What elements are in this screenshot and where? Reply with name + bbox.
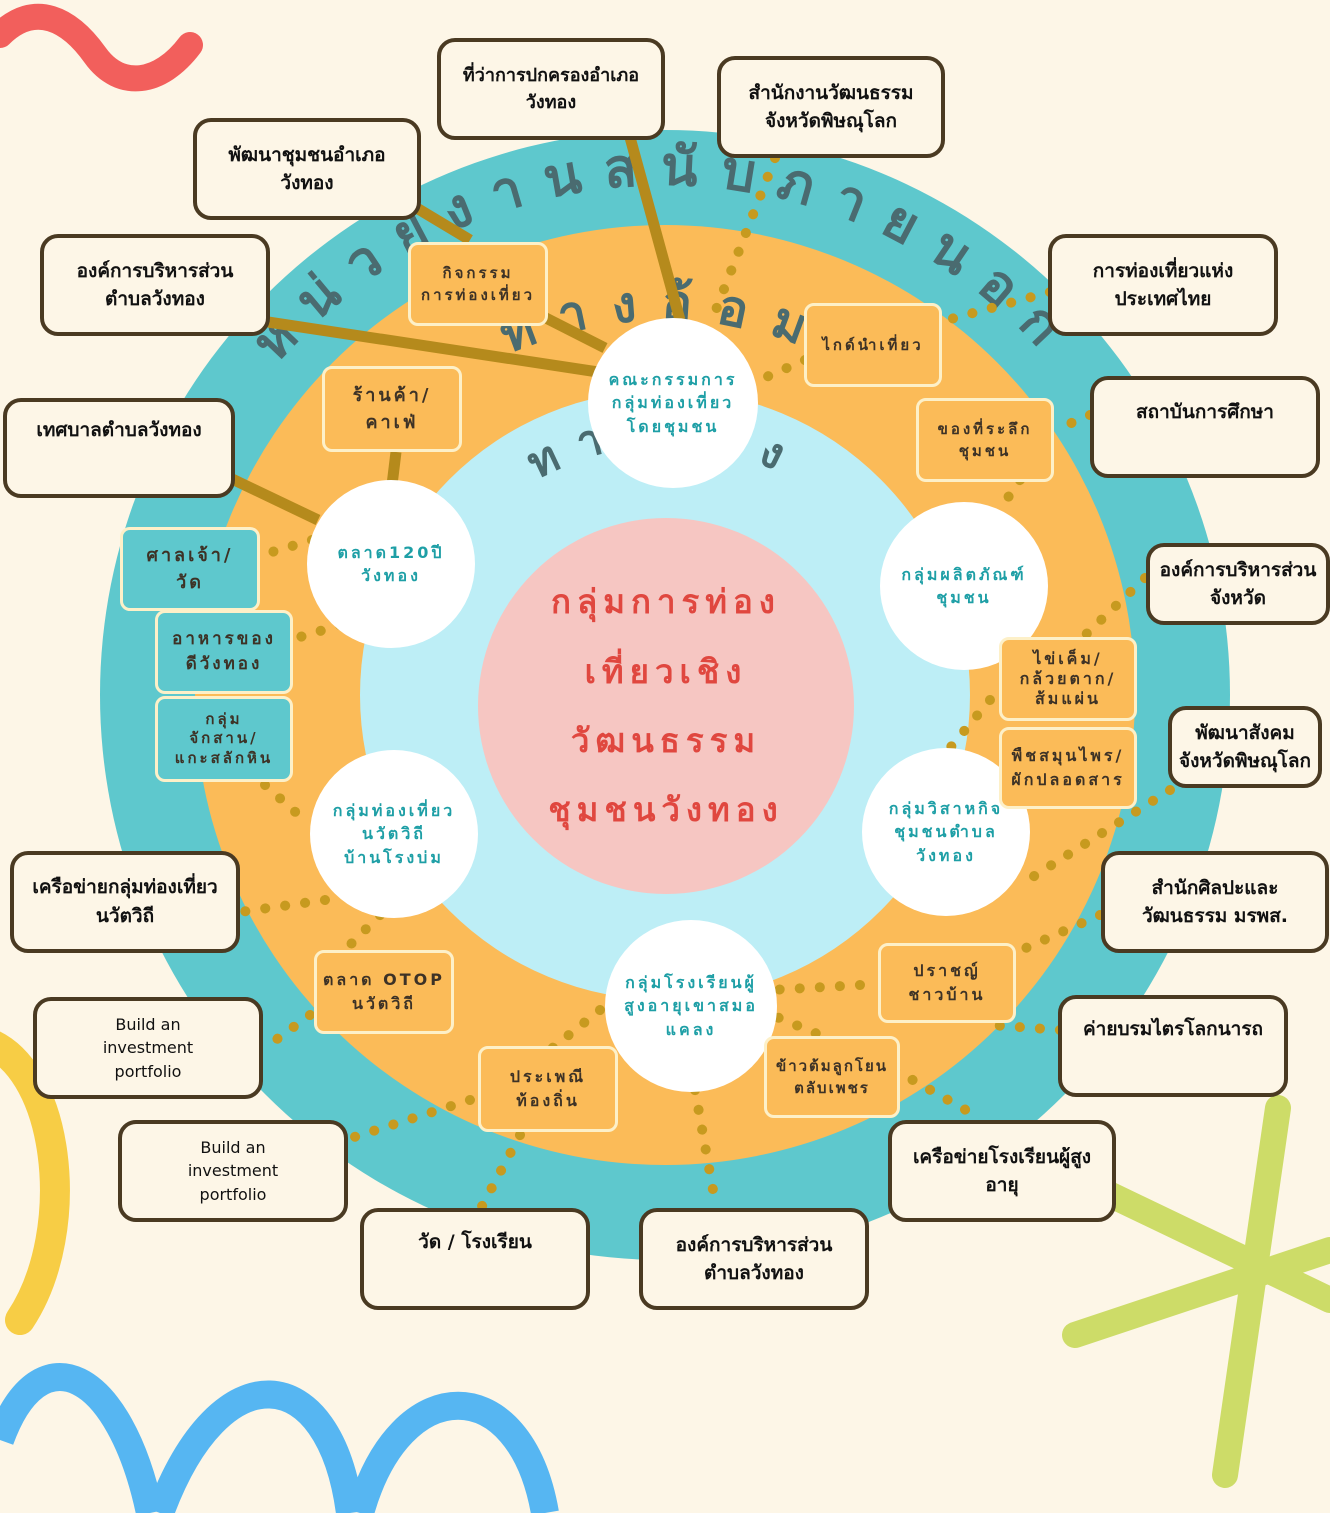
ext-network-innovative: เครือข่ายกลุ่มท่องเที่ยว นวัตวิถี	[10, 851, 240, 953]
connector-culture-office	[707, 153, 780, 325]
ext-camp: ค่ายบรมไตรโลกนารถ	[1058, 995, 1288, 1097]
activity-khao-tom: ข้าวต้มลูกโยน ตลับเพชร	[764, 1036, 900, 1118]
group-committee: คณะกรรมการ กลุ่มท่องเที่ยว โดยชุมชน	[588, 318, 758, 488]
ext-build-investment-1: Build an investment portfolio	[33, 997, 263, 1099]
connector-education	[1050, 410, 1095, 435]
activity-herbs: พืชสมุนไพร/ ผักปลอดสาร	[999, 727, 1137, 809]
connector-camp	[985, 1020, 1065, 1035]
ext-district-office: ที่ว่าการปกครองอำเภอ วังทอง	[437, 38, 665, 140]
ext-tat: การท่องเที่ยวแห่ง ประเทศไทย	[1048, 234, 1278, 336]
center-title: กลุ่มการท่อง เที่ยวเชิง วัฒนธรรม ชุมชนวั…	[478, 518, 854, 894]
ext-build-investment-2: Build an investment portfolio	[118, 1120, 348, 1222]
connector-cafe	[386, 451, 402, 486]
ext-education: สถาบันการศึกษา	[1090, 376, 1320, 478]
connector-local-food	[285, 620, 345, 645]
connector-network-elderly	[890, 1065, 985, 1123]
group-elderly: กลุ่มโรงเรียนผู้ สูงอายุเขาสมอ แคลง	[605, 920, 777, 1092]
connector-build-2	[340, 1095, 475, 1145]
activity-souvenir: ของที่ระลึก ชุมชน	[916, 398, 1054, 482]
connector-municipality	[227, 473, 321, 525]
connector-wisdom	[765, 980, 865, 995]
ext-municipality: เทศบาลตำบลวังทอง	[3, 398, 235, 498]
activity-basketry: กลุ่ม จักสาน/ แกะสลักหิน	[155, 696, 293, 782]
red-squiggle-decoration	[0, 3, 203, 92]
activity-local-food: อาหารของ ดีวังทอง	[155, 610, 293, 694]
ext-social-dev: พัฒนาสังคม จังหวัดพิษณุโลก	[1168, 706, 1322, 788]
connector-district-office	[622, 128, 686, 322]
activity-salted-egg: ไข่เค็ม/ กล้วยตาก/ ส้มแผ่น	[999, 637, 1137, 721]
yellow-arc-decoration	[0, 1031, 70, 1335]
ext-art-culture: สำนักศิลปะและ วัฒนธรรม มรพส.	[1101, 851, 1329, 953]
ext-sao-wangthong-2: องค์การบริหารส่วน ตำบลวังทอง	[639, 1208, 869, 1310]
connector-souvenir	[993, 475, 1025, 517]
connector-sao-wangthong-1	[267, 316, 599, 378]
ext-network-elderly: เครือข่ายโรงเรียนผู้สูง อายุ	[888, 1120, 1116, 1222]
ext-pao: องค์การบริหารส่วน จังหวัด	[1146, 543, 1330, 625]
activity-guide: ไกด์นำเที่ยว	[804, 303, 942, 387]
activity-shrine: ศาลเจ้า/ วัด	[120, 527, 260, 611]
connector-sao-wangthong-2	[690, 1085, 718, 1195]
group-innovative: กลุ่มท่องเที่ยว นวัตวิถี บ้านโรงบ่ม	[310, 750, 478, 918]
ext-culture-office: สำนักงานวัฒนธรรม จังหวัดพิษณุโลก	[717, 56, 945, 158]
activity-tradition: ประเพณี ท้องถิ่น	[478, 1046, 618, 1132]
ext-sao-wangthong-1: องค์การบริหารส่วน ตำบลวังทอง	[40, 234, 270, 336]
activity-wisdom: ปราชญ์ ชาวบ้าน	[878, 943, 1016, 1023]
connector-art-culture	[1005, 910, 1105, 960]
connector-network-innovative	[235, 895, 330, 917]
connector-tat	[935, 287, 1055, 327]
connector-pao	[1075, 573, 1150, 645]
ext-community-dev: พัฒนาชุมชนอำเภอ วังทอง	[193, 118, 421, 220]
green-asterisk-decoration	[1062, 1095, 1330, 1488]
activity-tour-activity: กิจกรรม การท่องเที่ยว	[408, 242, 548, 326]
connector-otop	[340, 910, 385, 955]
connector-shrine	[257, 535, 317, 560]
connector-tour-activity	[537, 310, 608, 353]
activity-otop: ตลาด OTOP นวัตวิถี	[314, 950, 454, 1034]
group-market120: ตลาด120ปี วังทอง	[307, 480, 475, 648]
activity-cafe: ร้านค้า/ คาเฟ่	[322, 366, 462, 452]
group-enterprise: กลุ่มวิสาหกิจ ชุมชนตำบล วังทอง	[862, 748, 1030, 916]
ext-temple-school: วัด / โรงเรียน	[360, 1208, 590, 1310]
blue-wave-decoration	[0, 1363, 559, 1513]
connector-temple-school	[475, 1130, 525, 1215]
